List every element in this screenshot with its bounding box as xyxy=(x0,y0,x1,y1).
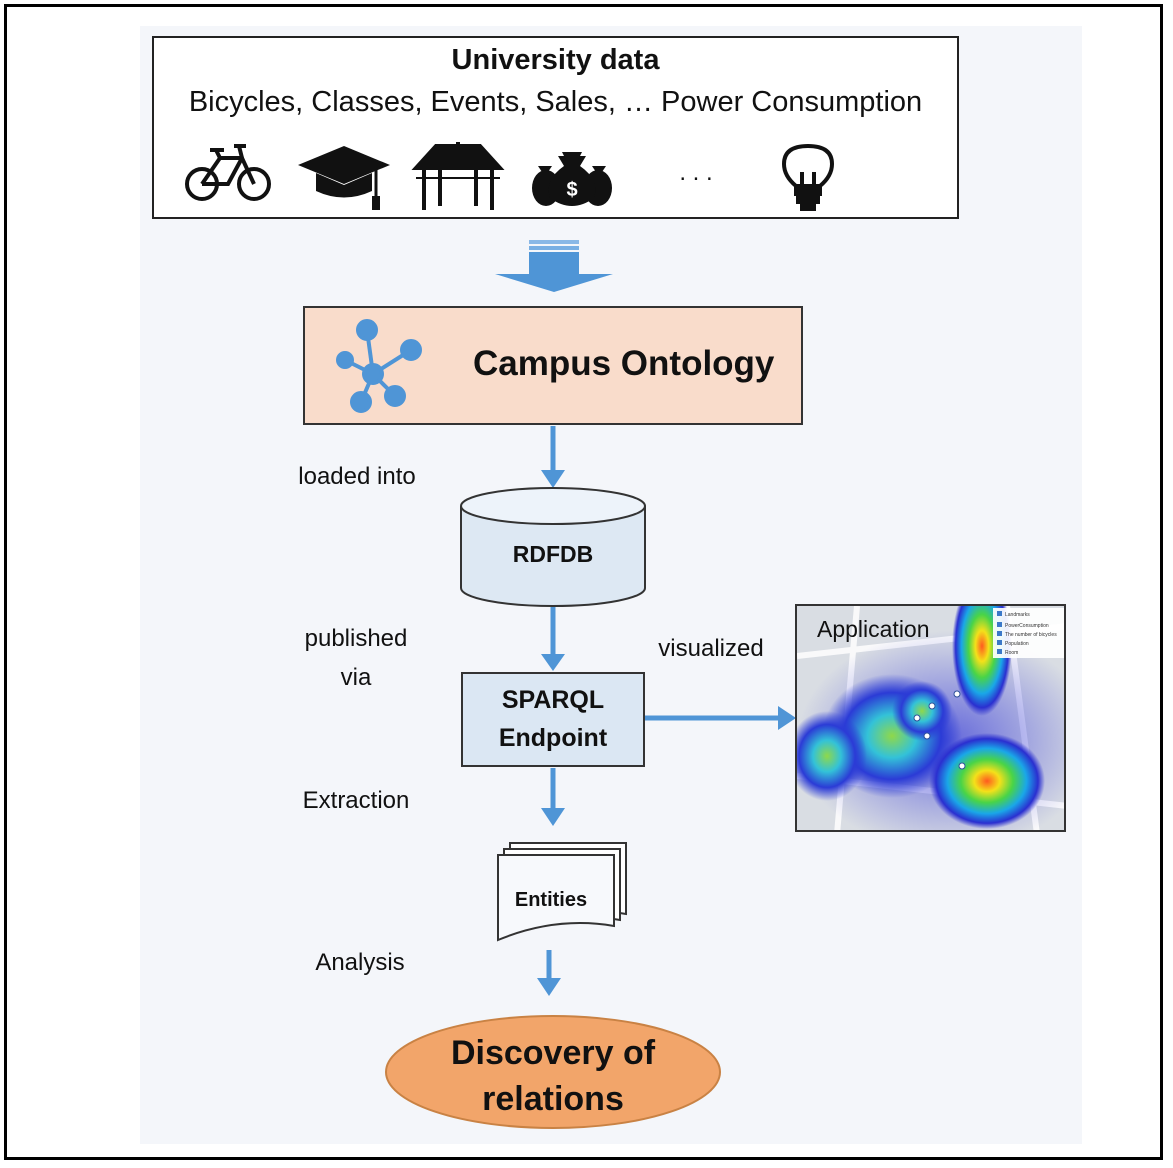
heatmap-graphic: Landmarks PowerConsumption The number of… xyxy=(797,606,1064,830)
university-data-box: University data Bicycles, Classes, Event… xyxy=(152,36,959,219)
ellipsis: . . . xyxy=(679,159,712,186)
legend-item: The number of bicycles xyxy=(1005,632,1057,638)
label-published: published xyxy=(305,625,408,652)
arrow-rdfdb-to-sparql xyxy=(541,607,565,671)
label-loaded-into: loaded into xyxy=(298,463,415,490)
sparql-endpoint-box: SPARQL Endpoint xyxy=(461,672,645,767)
campus-ontology-box: Campus Ontology xyxy=(303,306,803,425)
legend-item: Population xyxy=(1005,641,1029,647)
university-data-subtitle: Bicycles, Classes, Events, Sales, … Powe… xyxy=(188,86,923,118)
network-graph-icon xyxy=(336,319,422,413)
campus-ontology-label: Campus Ontology xyxy=(473,344,775,383)
label-visualized: visualized xyxy=(658,635,763,662)
discovery-line2: relations xyxy=(482,1080,624,1118)
label-via: via xyxy=(341,664,372,691)
lightbulb-icon xyxy=(781,143,835,211)
sparql-line1: SPARQL xyxy=(501,686,605,714)
legend-item: PowerConsumption xyxy=(1005,623,1049,629)
big-down-arrow xyxy=(495,240,613,292)
university-data-title: University data xyxy=(451,44,660,76)
entities-label: Entities xyxy=(515,889,587,911)
graduation-cap-icon xyxy=(298,146,390,210)
arrow-sparql-to-entities xyxy=(541,768,565,826)
svg-text:$: $ xyxy=(566,179,577,201)
legend-item: Landmarks xyxy=(1005,612,1030,618)
application-legend xyxy=(993,608,1064,658)
arrow-sparql-to-application xyxy=(645,706,796,730)
sparql-line2: Endpoint xyxy=(498,724,608,752)
application-label: Application xyxy=(817,616,930,642)
rdfdb-cylinder xyxy=(460,487,646,607)
legend-item: Room xyxy=(1005,650,1018,656)
arrow-ontology-to-rdfdb xyxy=(541,426,565,488)
entities-document-stack xyxy=(497,842,627,942)
label-analysis: Analysis xyxy=(315,949,404,976)
bicycle-icon xyxy=(185,144,271,201)
rdfdb-label: RDFDB xyxy=(513,541,594,567)
event-tent-icon xyxy=(411,142,505,210)
application-heatmap: Landmarks PowerConsumption The number of… xyxy=(795,604,1066,832)
discovery-line1: Discovery of xyxy=(451,1034,656,1072)
university-icons: $ . . . xyxy=(185,142,835,211)
outer-frame xyxy=(4,4,1163,1160)
arrow-entities-to-discovery xyxy=(537,950,561,996)
label-extraction: Extraction xyxy=(303,787,410,814)
discovery-ellipse xyxy=(385,1015,721,1129)
money-bags-icon: $ xyxy=(532,152,612,206)
